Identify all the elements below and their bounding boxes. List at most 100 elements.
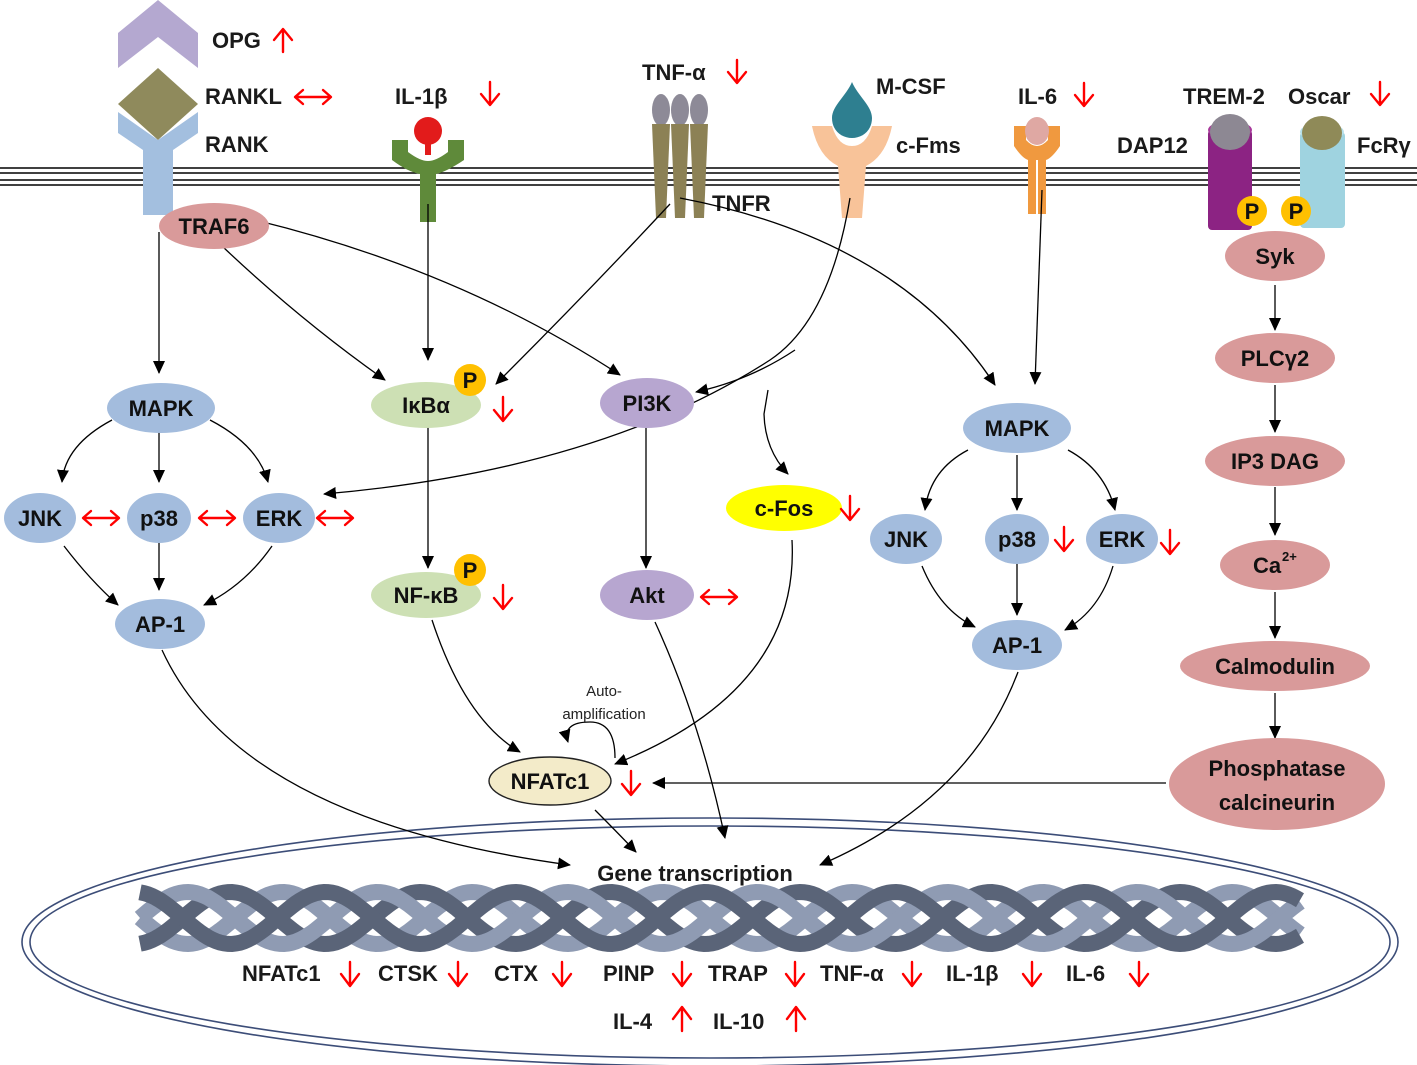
cell-membrane (0, 167, 1417, 186)
down-arrow-icon (447, 960, 469, 988)
ap1-left-node: AP-1 (115, 599, 205, 649)
opg-label: OPG (212, 28, 261, 53)
phospho-badge: P (454, 364, 486, 396)
phospho-badge: P (1237, 196, 1267, 226)
jnk-right-node: JNK (870, 514, 942, 564)
svg-text:NFATc1: NFATc1 (511, 769, 590, 794)
ikba-node: IκBα (371, 382, 481, 428)
bidirectional-arrow-icon (699, 588, 739, 606)
il1b-receptor-icon (392, 117, 464, 222)
down-arrow-icon (1369, 80, 1391, 107)
dna-helix-icon (134, 883, 1305, 953)
p38-right-node: p38 (985, 514, 1049, 564)
svg-text:Phosphatase: Phosphatase (1209, 756, 1346, 781)
down-arrow-icon (492, 395, 514, 423)
gene-label: IL-1β (946, 961, 999, 986)
svg-text:PI3K: PI3K (623, 391, 672, 416)
svg-text:Syk: Syk (1255, 244, 1295, 269)
nucleus (21, 817, 1399, 1065)
svg-text:MAPK: MAPK (985, 416, 1050, 441)
down-arrow-icon (620, 769, 642, 797)
rank-receptor-icon (118, 112, 198, 215)
down-arrow-icon (551, 960, 573, 988)
bidirectional-arrow-icon (81, 509, 121, 527)
rankl-label: RANKL (205, 84, 282, 109)
rankl-diamond-icon (118, 68, 198, 140)
down-arrow-icon (1073, 81, 1095, 108)
tnfa-trimer-icon (652, 94, 708, 126)
mcsf-droplet-icon (832, 82, 872, 138)
svg-text:IP3 DAG: IP3 DAG (1231, 449, 1319, 474)
akt-node: Akt (600, 570, 694, 620)
dna-strand (138, 883, 1304, 953)
down-arrow-icon (901, 960, 923, 988)
down-arrow-icon (1128, 960, 1150, 988)
oscar-fcry-receptor-icon (1300, 116, 1345, 228)
auto-amplification-label-line1: Auto- (586, 683, 622, 700)
up-arrow-icon (272, 27, 294, 54)
svg-text:ERK: ERK (256, 506, 303, 531)
nfkb-node: NF-κB (371, 572, 481, 618)
svg-text:P: P (463, 558, 478, 583)
down-arrow-icon (671, 960, 693, 988)
gene-label: CTX (494, 961, 538, 986)
svg-text:ERK: ERK (1099, 527, 1146, 552)
phospho-badge: P (454, 554, 486, 586)
gene-label: IL-10 (713, 1009, 764, 1034)
svg-text:c-Fos: c-Fos (755, 496, 814, 521)
cfms-receptor-icon (812, 126, 892, 218)
il6-receptor-icon (1014, 117, 1060, 214)
svg-text:Calmodulin: Calmodulin (1215, 654, 1335, 679)
svg-text:JNK: JNK (18, 506, 62, 531)
trem2-label: TREM-2 (1183, 84, 1265, 109)
il1b-label: IL-1β (395, 84, 448, 109)
gene-list-row1: NFATc1 CTSK CTX PINP TRAP TNF-α IL-1β IL… (242, 960, 1150, 988)
mapk-right-node: MAPK (963, 403, 1071, 453)
down-arrow-icon (1053, 525, 1075, 553)
svg-text:P: P (1245, 199, 1260, 224)
svg-text:AP-1: AP-1 (992, 633, 1042, 658)
down-arrow-icon (784, 960, 806, 988)
phospho-badge: P (1281, 196, 1311, 226)
p38-left-node: p38 (127, 493, 191, 543)
mapk-left-node: MAPK (107, 383, 215, 433)
cfms-label: c-Fms (896, 133, 961, 158)
svg-text:calcineurin: calcineurin (1219, 790, 1335, 815)
oscar-label: Oscar (1288, 84, 1351, 109)
ip3dag-node: IP3 DAG (1205, 436, 1345, 486)
ap1-right-node: AP-1 (972, 620, 1062, 670)
gene-transcription-title: Gene transcription (597, 861, 793, 886)
svg-text:Ca: Ca (1253, 553, 1282, 578)
svg-text:p38: p38 (140, 506, 178, 531)
bidirectional-arrow-icon (293, 88, 333, 106)
svg-text:NF-κB: NF-κB (394, 583, 459, 608)
gene-label: PINP (603, 961, 654, 986)
dna-strand (138, 883, 1304, 953)
il6-label: IL-6 (1018, 84, 1057, 109)
bidirectional-arrow-icon (315, 509, 355, 527)
svg-text:Akt: Akt (629, 583, 665, 608)
down-arrow-icon (839, 494, 861, 522)
gene-label: CTSK (378, 961, 438, 986)
tnfa-label: TNF-α (642, 60, 706, 85)
gene-label: TRAP (708, 961, 768, 986)
svg-text:TRAF6: TRAF6 (179, 214, 250, 239)
auto-amplification-label-line2: amplification (562, 706, 645, 723)
gene-label: NFATc1 (242, 961, 321, 986)
svg-text:JNK: JNK (884, 527, 928, 552)
down-arrow-icon (492, 583, 514, 611)
pi3k-node: PI3K (600, 378, 694, 428)
fcry-label: FcRγ (1357, 133, 1412, 158)
svg-text:P: P (1289, 199, 1304, 224)
svg-text:MAPK: MAPK (129, 396, 194, 421)
rank-label: RANK (205, 132, 269, 157)
calmodulin-node: Calmodulin (1180, 641, 1370, 691)
up-arrow-icon (785, 1005, 807, 1033)
calcium-node: Ca 2+ (1220, 540, 1330, 590)
jnk-left-node: JNK (4, 493, 76, 543)
syk-node: Syk (1225, 231, 1325, 281)
down-arrow-icon (339, 960, 361, 988)
down-arrow-icon (479, 80, 501, 107)
nfatc1-node: NFATc1 (488, 756, 612, 806)
